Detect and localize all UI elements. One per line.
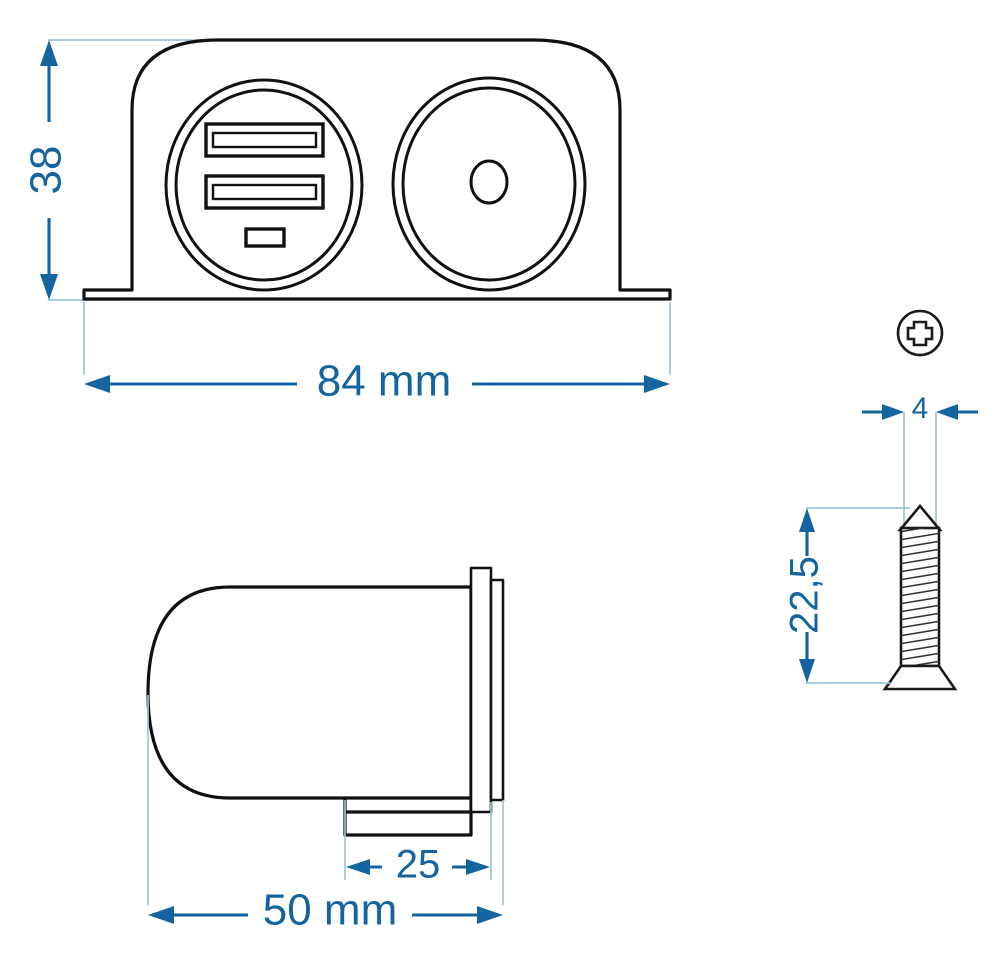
usb-socket	[164, 78, 364, 292]
dimension-label-front-height: 38	[22, 146, 71, 195]
dimension-label-side-flange-depth: 25	[396, 843, 441, 887]
phillips-screw-head-icon	[896, 309, 944, 357]
dimension-front-width: 84 mm	[84, 357, 670, 406]
usb-port-lower	[204, 174, 325, 210]
power-socket-centre-pin	[469, 159, 509, 205]
side-flange-extension-lines	[344, 800, 492, 880]
front-width-extension-lines	[83, 302, 671, 375]
usb-indicator-slot	[244, 227, 286, 248]
side-flange-outer-bar	[489, 578, 505, 802]
dimension-screw-length: 22,5	[783, 508, 827, 683]
screw-diameter-extension-lines	[903, 412, 937, 524]
side-flange-inner-bar	[469, 566, 493, 814]
screw-thread-hatching	[901, 528, 939, 666]
screw-tip	[897, 503, 943, 532]
power-socket	[391, 76, 587, 292]
dimension-side-total-depth: 50 mm	[148, 886, 503, 935]
dimension-label-screw-diameter: 4	[912, 392, 929, 425]
side-view: 25 50 mm	[146, 566, 505, 935]
dimension-screw-diameter: 4	[862, 392, 978, 425]
side-depth-extension-lines	[147, 695, 504, 905]
screw-view: 4	[783, 309, 978, 691]
usb-port-upper	[204, 122, 325, 158]
dimension-label-screw-length: 22,5	[783, 556, 827, 634]
dimension-label-front-width: 84 mm	[317, 357, 451, 406]
dimension-label-side-total-depth: 50 mm	[263, 886, 397, 935]
front-view: 38	[22, 38, 672, 406]
screw-length-extension-lines	[806, 507, 910, 684]
screw-shank	[899, 526, 941, 668]
screw-countersunk-head	[882, 664, 958, 691]
dimension-front-height: 38	[22, 40, 71, 300]
dimension-side-flange-depth: 25	[346, 843, 490, 887]
